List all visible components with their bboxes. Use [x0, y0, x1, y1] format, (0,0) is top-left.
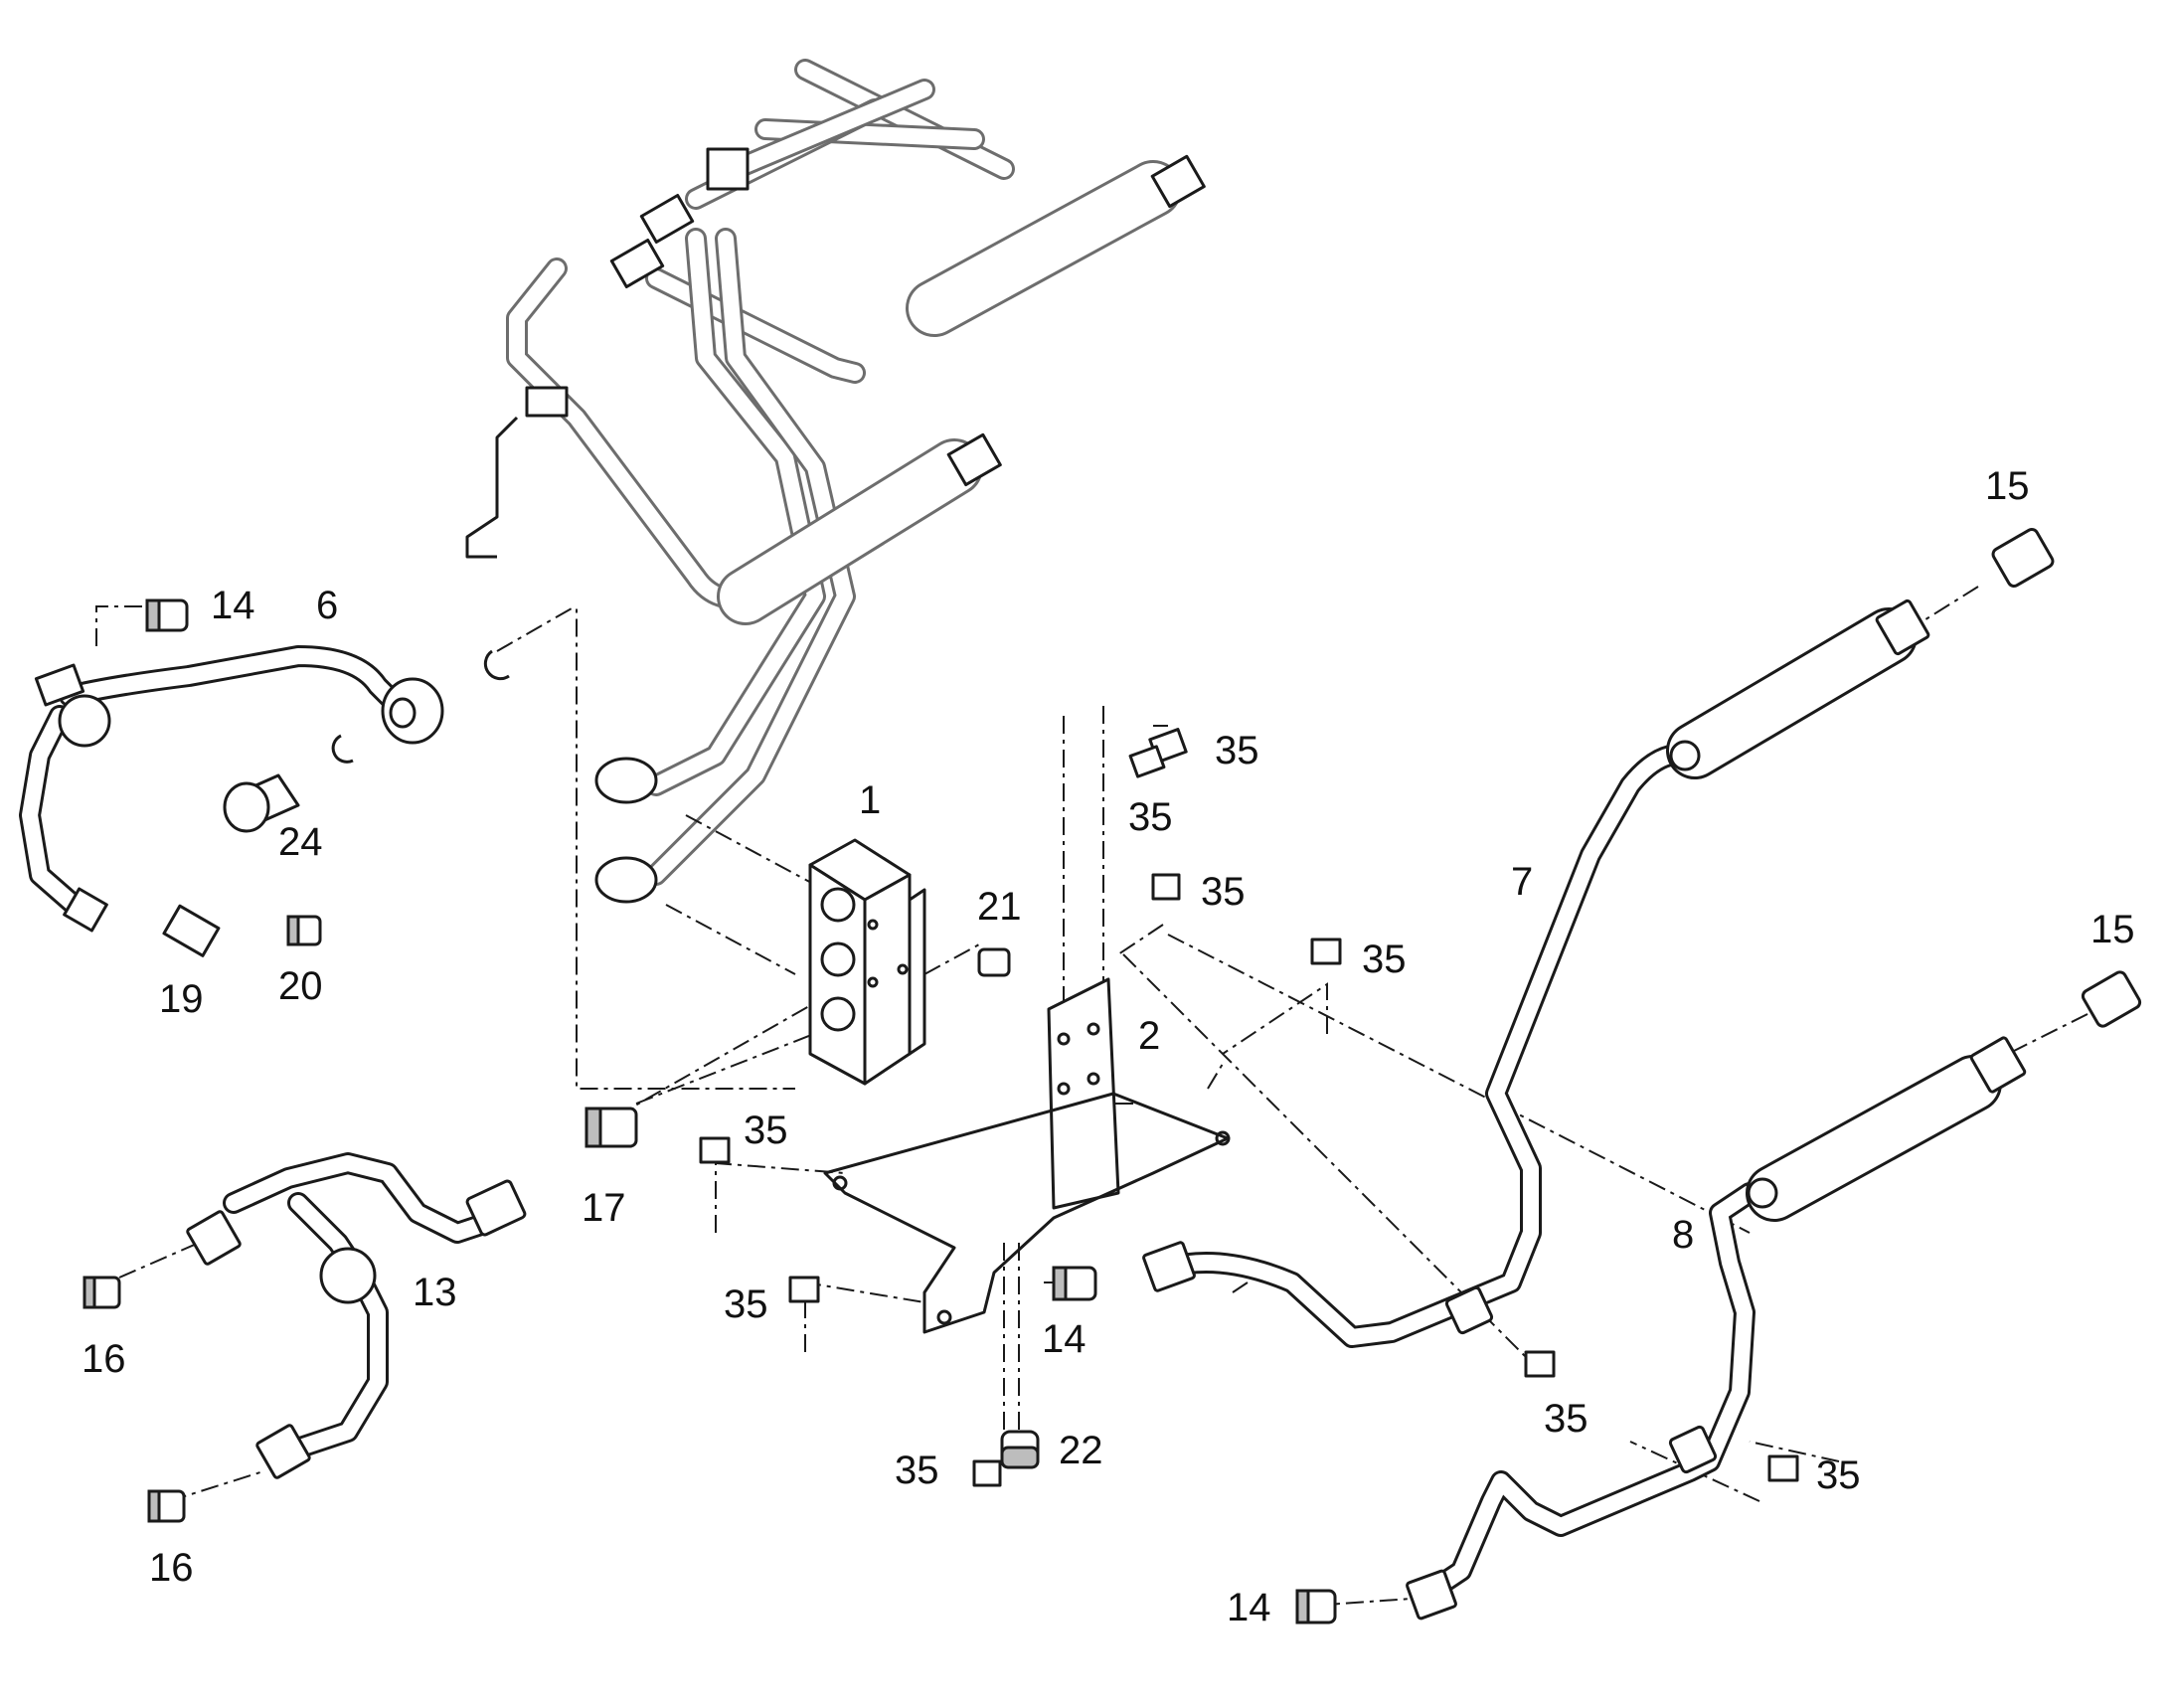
callout-16-upper: 16 — [82, 1337, 126, 1381]
callout-6: 6 — [316, 584, 338, 627]
callout-35-f: 35 — [724, 1282, 768, 1326]
callout-14-middle: 14 — [1042, 1317, 1086, 1361]
callout-13: 13 — [413, 1271, 457, 1314]
callout-24: 24 — [278, 820, 323, 864]
part-7-line-assembly — [1052, 528, 2055, 1348]
callout-22: 22 — [1059, 1429, 1103, 1472]
callout-35-b: 35 — [1128, 795, 1173, 839]
callout-17: 17 — [582, 1186, 626, 1230]
callout-2: 2 — [1138, 1014, 1160, 1058]
callout-21: 21 — [977, 885, 1022, 929]
existing-hose-assembly — [465, 59, 1206, 904]
callout-15-upper: 15 — [1985, 464, 2030, 508]
callout-7: 7 — [1511, 860, 1533, 904]
callout-1: 1 — [859, 778, 881, 822]
callout-35-e: 35 — [744, 1109, 788, 1152]
callout-8: 8 — [1672, 1213, 1694, 1257]
callout-19: 19 — [159, 977, 204, 1021]
callout-14-upper: 14 — [211, 584, 255, 627]
callout-15-lower: 15 — [2090, 908, 2135, 951]
callout-20: 20 — [278, 964, 323, 1008]
bolts — [699, 728, 1799, 1487]
part-2-bracket — [823, 977, 1231, 1334]
callout-35-h: 35 — [1544, 1397, 1588, 1441]
part-6-line-assembly — [19, 598, 510, 957]
callout-16-lower: 16 — [149, 1546, 194, 1590]
part-1-expansion-valve-block — [585, 838, 1011, 1148]
callout-35-c: 35 — [1201, 870, 1246, 914]
callout-labels: 1 2 6 7 8 13 14 14 14 15 15 16 16 17 19 … — [82, 464, 2135, 1629]
part-8-line-assembly — [1295, 970, 2142, 1624]
callout-35-d: 35 — [1362, 938, 1407, 981]
callout-35-g: 35 — [895, 1449, 939, 1492]
callout-35-i: 35 — [1816, 1453, 1861, 1497]
callout-14-lower: 14 — [1227, 1586, 1271, 1629]
callout-35-a: 35 — [1215, 729, 1259, 772]
part-13-line-assembly — [83, 1152, 527, 1523]
